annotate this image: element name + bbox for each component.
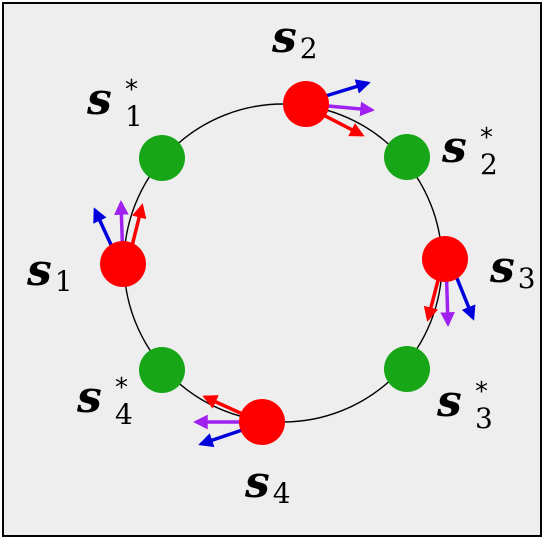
label-s3-star-sub: 3 — [475, 402, 493, 435]
label-s2-star: s — [441, 122, 467, 173]
state-point-s3 — [422, 236, 468, 282]
label-s4-star-sup: * — [115, 373, 128, 403]
label-s4-star-sub: 4 — [115, 398, 133, 431]
target-point-s1-star — [139, 135, 185, 181]
state-point-s4 — [239, 399, 285, 445]
label-s1-star-sub: 1 — [125, 100, 143, 133]
label-s4-star: s — [76, 372, 102, 423]
target-point-s3-star — [384, 346, 430, 392]
label-s3-star-sup: * — [475, 377, 488, 407]
state-point-s1 — [100, 241, 146, 287]
label-s1-star: s — [86, 74, 112, 125]
label-s2-star-sup: * — [480, 123, 493, 153]
label-s3-star: s — [436, 376, 462, 427]
label-s2-star-sub: 2 — [480, 148, 498, 181]
label-s1-star-sup: * — [125, 75, 138, 105]
state-point-s2 — [283, 81, 329, 127]
target-point-s4-star — [139, 347, 185, 393]
target-point-s2-star — [384, 134, 430, 180]
